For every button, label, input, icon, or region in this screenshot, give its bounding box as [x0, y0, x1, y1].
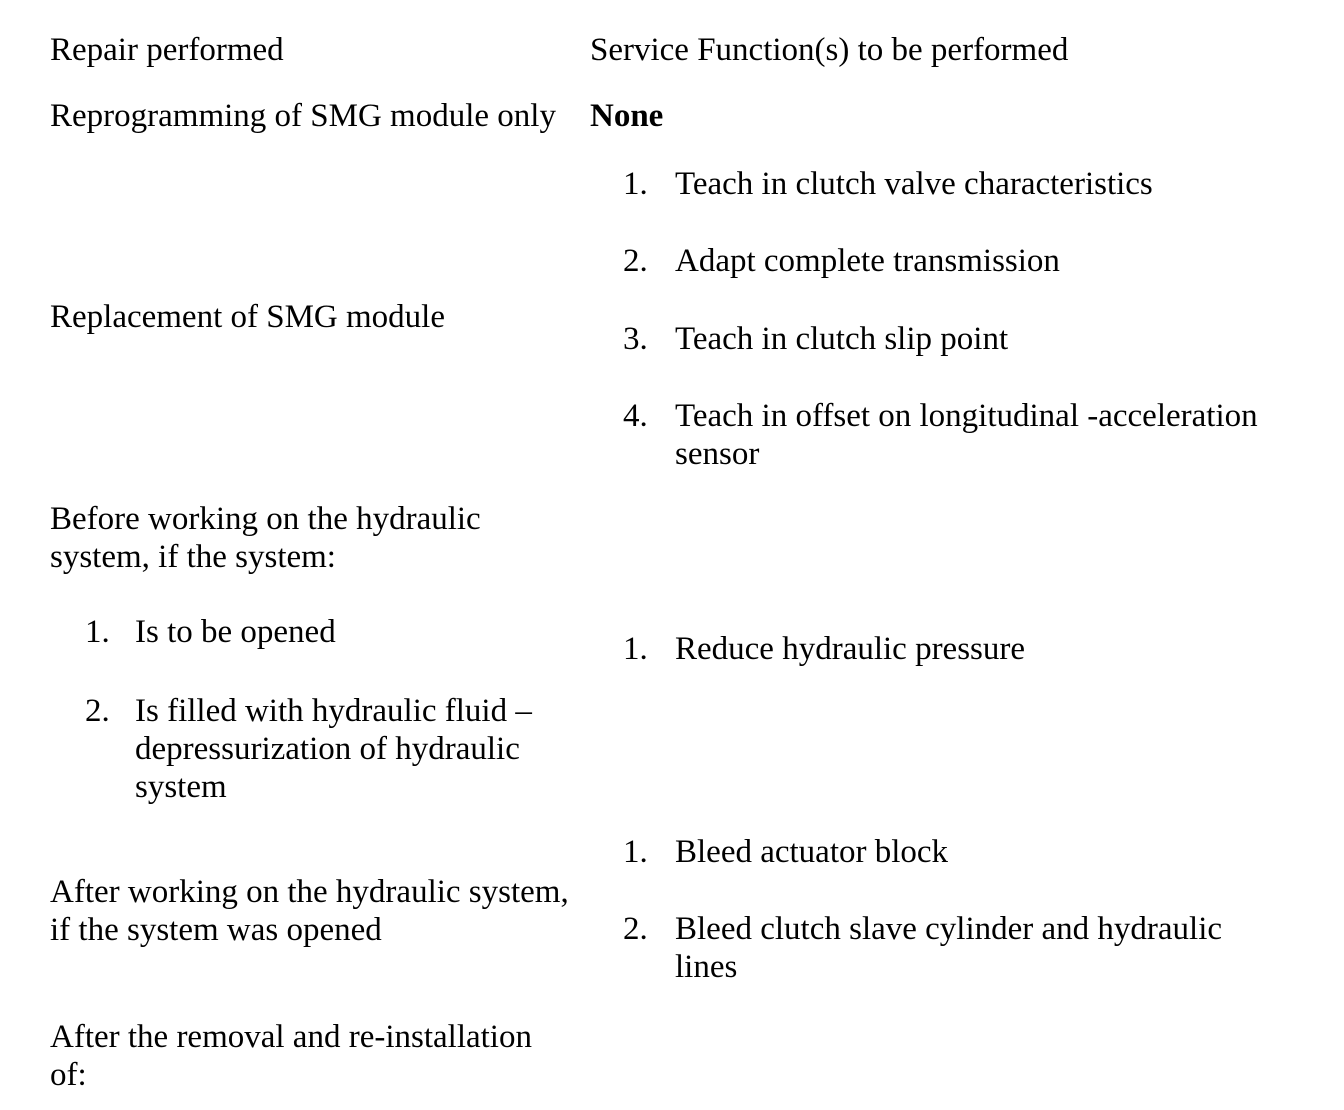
service-list-item: 2. Adapt complete transmission: [623, 242, 1275, 280]
column-header-service-functions: Service Function(s) to be performed: [590, 32, 1069, 68]
list-text: Adapt complete transmission: [675, 243, 1060, 279]
condition-list-item: 1. Is to be opened: [85, 613, 535, 651]
list-text: Teach in clutch slip point: [675, 321, 1009, 357]
service-list-item: 1. Bleed actuator block: [623, 833, 1275, 871]
service-list-item: 4. Teach in offset on longitudinal -acce…: [623, 397, 1275, 473]
repair-cell-reprogramming: Reprogramming of SMG module only: [50, 98, 556, 134]
repair-cell-after-removal: After the removal and re-installation of…: [50, 1019, 532, 1093]
list-number: 1.: [85, 614, 110, 650]
list-text: Bleed actuator block: [675, 834, 949, 870]
service-list-item: 1. Teach in clutch valve characteristics: [623, 165, 1275, 203]
list-number: 1.: [623, 166, 648, 202]
list-number: 2.: [623, 243, 648, 279]
column-header-repair-performed: Repair performed: [50, 32, 284, 68]
service-list-item: 2. Bleed clutch slave cylinder and hydra…: [623, 910, 1275, 986]
repair-cell-before-working: Before working on the hydraulic system, …: [50, 501, 481, 575]
service-list-item: 3. Teach in clutch slip point: [623, 320, 1275, 358]
repair-cell-after-working: After working on the hydraulic system, i…: [50, 874, 569, 948]
list-number: 1.: [623, 834, 648, 870]
service-cell-none: None: [590, 98, 664, 134]
list-number: 1.: [623, 631, 648, 667]
list-number: 2.: [85, 693, 110, 729]
condition-list-item: 2. Is filled with hydraulic fluid – depr…: [85, 692, 535, 806]
service-list-item: 1. Reduce hydraulic pressure: [623, 630, 1275, 668]
list-number: 3.: [623, 321, 648, 357]
repair-cell-replacement: Replacement of SMG module: [50, 299, 446, 335]
list-text: Reduce hydraulic pressure: [675, 631, 1026, 667]
list-text: Bleed clutch slave cylinder and hydrauli…: [675, 911, 1223, 985]
list-text: Teach in offset on longitudinal -acceler…: [675, 398, 1258, 472]
list-number: 4.: [623, 398, 648, 434]
list-number: 2.: [623, 911, 648, 947]
list-text: Teach in clutch valve characteristics: [675, 166, 1153, 202]
list-text: Is filled with hydraulic fluid – depress…: [135, 693, 532, 805]
list-text: Is to be opened: [135, 614, 336, 650]
